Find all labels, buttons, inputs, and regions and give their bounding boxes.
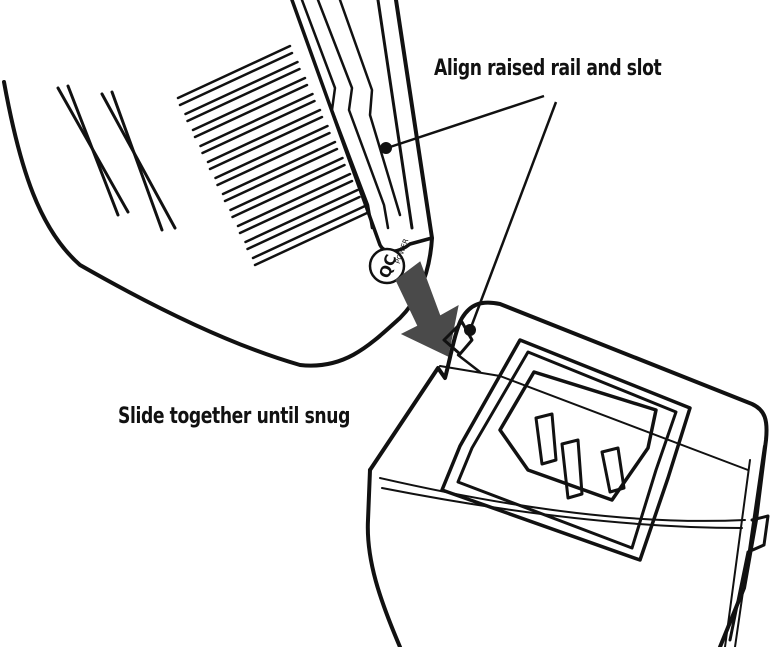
vent-slots	[176, 44, 369, 267]
vent-slot	[176, 44, 294, 107]
body-lines	[56, 84, 177, 232]
callout-align-rail: Align raised rail and slot	[434, 56, 662, 81]
vent-slot	[206, 108, 324, 171]
vent-slot	[236, 172, 354, 235]
vent-slot	[244, 188, 361, 251]
lower-device	[365, 300, 770, 649]
vent-slot	[199, 92, 316, 155]
vent-slot	[229, 156, 346, 219]
vent-slot	[191, 76, 309, 139]
vent-slot	[221, 140, 339, 203]
inlet-pins	[534, 412, 626, 500]
vent-slot	[214, 124, 331, 187]
callout-leaders	[380, 94, 558, 336]
vent-slot	[251, 204, 369, 267]
callout-slide-together: Slide together until snug	[118, 404, 350, 429]
vent-slot	[184, 60, 301, 123]
upper-device: QC POWER	[2, 0, 434, 368]
qc-badge-icon: QC POWER	[368, 238, 410, 285]
